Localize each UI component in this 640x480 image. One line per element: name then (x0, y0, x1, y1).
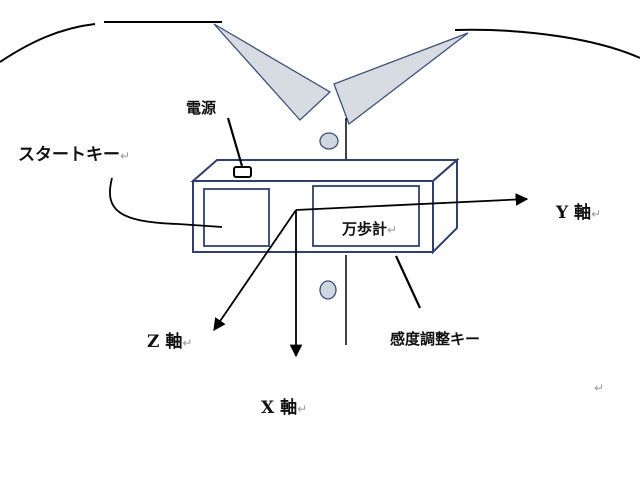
paragraph-mark: ↵ (594, 381, 604, 395)
pedometer-label-row: 万歩計↵ (341, 220, 397, 238)
start-key-label-row: スタートキー↵ (18, 145, 130, 165)
paragraph-mark: ↵ (387, 223, 397, 237)
y-axis-arrow (295, 193, 529, 211)
z-axis-arrow (213, 209, 297, 332)
sensitivity-key-leader-line (395, 255, 421, 309)
pedometer-label: 万歩計 (341, 220, 387, 238)
start-key-leader-line (109, 177, 223, 228)
start-key-button (203, 188, 270, 247)
y-axis-label-row: Y 軸↵ (555, 202, 601, 223)
pedometer-device (190, 157, 460, 255)
paragraph-mark: ↵ (120, 149, 130, 163)
power-leader-line (226, 117, 244, 167)
x-axis-label-row: X 軸↵ (261, 397, 307, 418)
power-switch (233, 166, 252, 178)
shoulder-left-line (0, 23, 96, 63)
power-label: 電源 (186, 99, 216, 117)
sensitivity-key-label: 感度調整キー (390, 330, 480, 348)
x-axis-label: X 軸 (261, 397, 297, 418)
paragraph-mark: ↵ (591, 207, 601, 221)
paragraph-mark: ↵ (182, 336, 192, 350)
paragraph-mark: ↵ (297, 402, 307, 416)
shirt-button-upper (319, 132, 339, 150)
z-axis-label-row: Z 軸↵ (147, 331, 192, 352)
pedometer-display (312, 185, 420, 247)
pedometer-top-face (190, 159, 460, 182)
shoulder-right-line (454, 28, 640, 59)
lapel-right (333, 32, 469, 126)
lapel-left (213, 23, 332, 121)
z-axis-label: Z 軸 (147, 331, 182, 352)
shirt-button-lower (319, 280, 337, 300)
start-key-label: スタートキー (18, 145, 120, 165)
y-axis-label: Y 軸 (555, 202, 591, 223)
